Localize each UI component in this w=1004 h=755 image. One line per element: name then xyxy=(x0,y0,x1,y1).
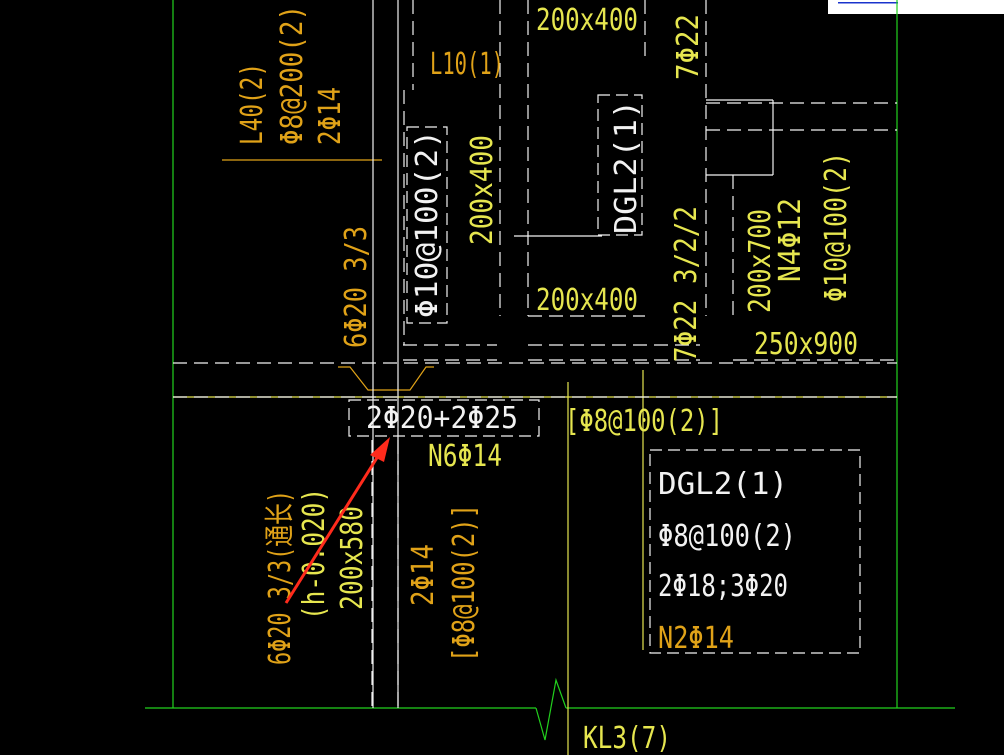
label-n4: N4Φ12 xyxy=(773,198,808,282)
label-dgl2-box-n2: N2Φ14 xyxy=(658,621,734,656)
label-dgl2-box-stirrup: Φ8@100(2) xyxy=(658,519,796,554)
label-dgl2-box-title: DGL2(1) xyxy=(658,467,788,502)
label-n6: N6Φ14 xyxy=(428,439,502,474)
label-rebar-7p22-322: 7Φ22 3/2/2 xyxy=(669,206,704,362)
label-stirrup-phi10-100: Φ10@100(2) xyxy=(410,130,445,318)
label-size-250x900: 250x900 xyxy=(754,327,858,362)
label-stirrup-right: Φ10@100(2) xyxy=(819,152,854,302)
popup-link xyxy=(838,2,898,4)
label-elev: (h-0.020) xyxy=(297,488,332,620)
red-arrow-annotation xyxy=(284,437,390,604)
label-top-rebar-7p22: 7Φ22 xyxy=(671,14,706,80)
label-l40-rebar: 2Φ14 xyxy=(313,87,348,145)
label-size-200x400-mid: 200x400 xyxy=(536,283,638,318)
label-size-200x700: 200x700 xyxy=(743,209,778,313)
label-stirrup-phi8-100-v: [Φ8@100(2)] xyxy=(447,504,482,662)
label-size-200x400-vert: 200x400 xyxy=(465,135,500,245)
label-rebar-6p20-33-top: 6Φ20 3/3 xyxy=(339,226,374,348)
label-l40: L40(2) xyxy=(235,63,270,145)
orange-leaders xyxy=(222,159,434,391)
white-dashed-lines xyxy=(173,0,897,708)
label-dgl2-box-rebar: 2Φ18;3Φ20 xyxy=(658,569,788,604)
label-stirrup-phi8-100-h: [Φ8@100(2)] xyxy=(565,404,723,439)
white-dashed-boxes xyxy=(348,94,861,654)
label-dgl2-top: DGL2(1) xyxy=(609,100,644,234)
label-size-200x580: 200x580 xyxy=(335,506,370,610)
label-rebar-2p14: 2Φ14 xyxy=(406,544,441,606)
green-linework xyxy=(145,0,955,741)
label-top-size-1: 200x400 xyxy=(536,3,638,38)
label-l40-stirrup: Φ8@200(2) xyxy=(275,5,310,145)
label-kl3: KL3(7) xyxy=(583,721,671,755)
label-rebar-left-vert: 6Φ20 3/3(通长) xyxy=(263,490,298,665)
label-l10: L10(1) xyxy=(430,47,504,82)
label-rebar-2p20-2p25: 2Φ20+2Φ25 xyxy=(366,401,518,436)
